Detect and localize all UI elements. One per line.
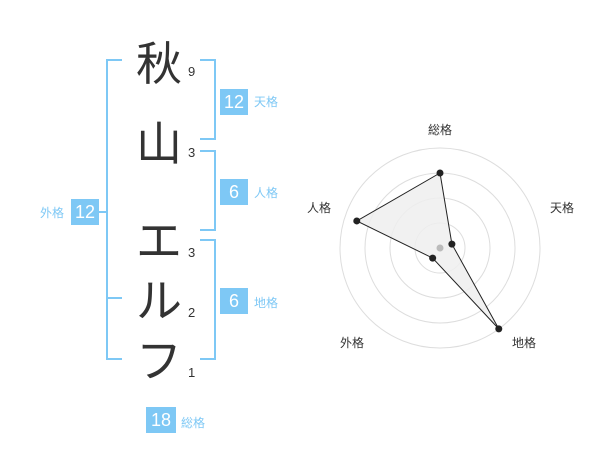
stroke-count-4: 2 [188, 305, 196, 320]
radar-point-4 [429, 254, 437, 262]
soukaku-label: 総格 [181, 416, 206, 430]
gaikaku-inner-tick [106, 297, 122, 299]
radar-polygon [355, 172, 500, 330]
name-character-3: エ [136, 214, 182, 268]
tenkaku-bracket [200, 59, 216, 140]
tenkaku-label: 天格 [254, 95, 279, 109]
name-character-4: ル [136, 274, 182, 328]
soukaku-value: 18 [146, 407, 176, 433]
stroke-count-1: 9 [188, 64, 196, 79]
gaikaku-label: 外格 [40, 206, 65, 220]
gaikaku-bracket [106, 59, 122, 360]
jinkaku-value: 6 [220, 179, 248, 205]
radar-point-5 [353, 217, 361, 225]
radar-point-1 [436, 169, 444, 177]
name-character-2: 山 [136, 117, 182, 171]
gaikaku-value: 12 [71, 199, 99, 225]
chikaku-bracket [200, 239, 216, 360]
radar-center-point [436, 244, 444, 252]
tenkaku-value: 12 [220, 89, 248, 115]
radar-label-chikaku: 地格 [511, 336, 537, 350]
stroke-count-5: 1 [188, 365, 196, 380]
radar-label-tenkaku: 天格 [549, 201, 575, 215]
radar-label-soukaku: 総格 [427, 123, 453, 137]
radar-label-jinkaku: 人格 [306, 201, 332, 215]
radar-label-gaikaku: 外格 [339, 336, 365, 350]
radar-point-2 [448, 240, 456, 248]
jinkaku-label: 人格 [254, 186, 279, 200]
name-character-5: フ [136, 334, 182, 388]
chikaku-value: 6 [220, 288, 248, 314]
jinkaku-bracket [200, 150, 216, 231]
radar-point-3 [495, 325, 503, 333]
name-character-1: 秋 [136, 37, 182, 91]
chikaku-label: 地格 [254, 296, 279, 310]
radar-grid-ring [339, 147, 541, 349]
stroke-count-3: 3 [188, 245, 196, 260]
stroke-count-2: 3 [188, 145, 196, 160]
gaikaku-connector [98, 211, 107, 213]
